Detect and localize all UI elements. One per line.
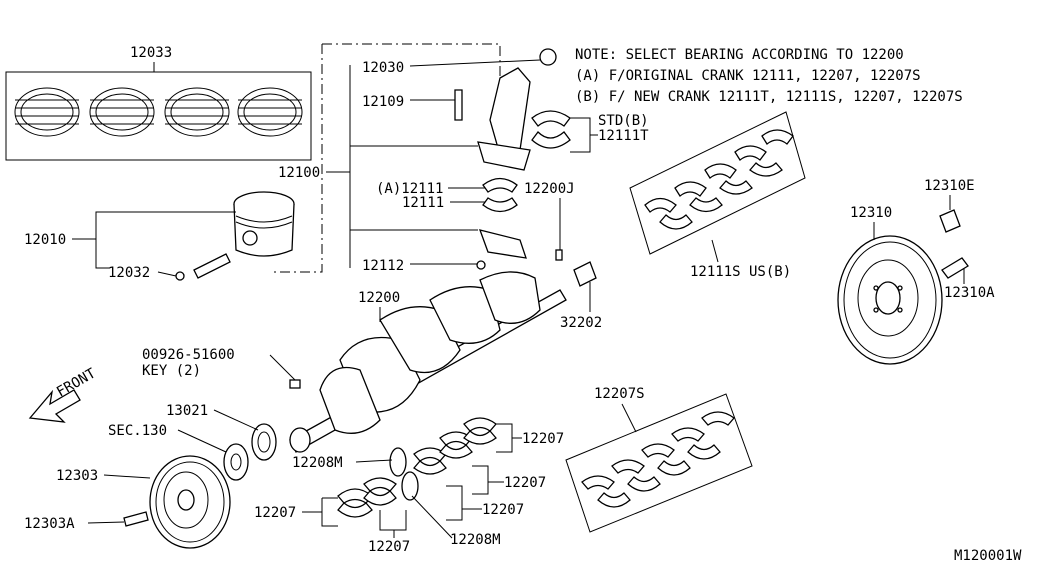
label-12111t: 12111T: [598, 128, 649, 144]
label-12111-a: (A)12111: [376, 181, 443, 197]
flywheel-bolt: [941, 257, 969, 279]
label-12207-left: 12207: [254, 505, 296, 521]
piston: [233, 191, 295, 257]
label-12303: 12303: [56, 468, 98, 484]
conrod-bearing-12111: [482, 177, 518, 213]
label-12032: 12032: [108, 265, 150, 281]
label-12010: 12010: [24, 232, 66, 248]
label-12112: 12112: [362, 258, 404, 274]
label-key-qty: KEY (2): [142, 363, 201, 379]
bearing-set-12207s: [565, 393, 753, 533]
front-arrow-icon: [28, 389, 81, 423]
crankshaft: [289, 271, 567, 453]
label-12207-bottom: 12207: [368, 539, 410, 555]
label-12207-r1: 12207: [522, 431, 564, 447]
label-12109: 12109: [362, 94, 404, 110]
label-sec130: SEC.130: [108, 423, 167, 439]
label-12310e: 12310E: [924, 178, 975, 194]
label-12030: 12030: [362, 60, 404, 76]
conrod-bearing-12111t: [531, 110, 571, 149]
label-12208m-bottom: 12208M: [450, 532, 501, 548]
label-12207-r2: 12207: [504, 475, 546, 491]
note-line-1: NOTE: SELECT BEARING ACCORDING TO 12200: [575, 47, 904, 63]
flywheel: [837, 235, 943, 365]
pulley-bolt: [123, 511, 149, 527]
label-12207-r3: 12207: [482, 502, 524, 518]
label-12111-b: 12111: [402, 195, 444, 211]
label-12208m-top: 12208M: [292, 455, 343, 471]
bearing-set-12111s: [629, 111, 806, 255]
crankshaft-pulley: [149, 455, 231, 549]
label-12207s: 12207S: [594, 386, 645, 402]
pilot-converter-12310e: [939, 209, 961, 233]
label-12310: 12310: [850, 205, 892, 221]
crankshaft-sprocket: [223, 423, 277, 481]
note-line-2: (A) F/ORIGINAL CRANK 12111, 12207, 12207…: [575, 68, 921, 84]
label-12310a: 12310A: [944, 285, 995, 301]
diagram-id: M120001W: [954, 548, 1022, 564]
label-32202: 32202: [560, 315, 602, 331]
label-key-part: 00926-51600: [142, 347, 235, 363]
connecting-rod: [454, 48, 557, 270]
label-std-b: STD(B): [598, 113, 649, 129]
label-12200: 12200: [358, 290, 400, 306]
label-13021: 13021: [166, 403, 208, 419]
label-12303a: 12303A: [24, 516, 75, 532]
piston-pin: [175, 253, 231, 281]
note-line-3: (B) F/ NEW CRANK 12111T, 12111S, 12207, …: [575, 89, 963, 105]
piston-ring-set: [5, 71, 312, 161]
label-12033: 12033: [130, 45, 172, 61]
pilot-bushing: [573, 261, 597, 287]
label-12100: 12100: [278, 165, 320, 181]
main-bearings: [337, 417, 497, 518]
label-12111s: 12111S US(B): [690, 264, 791, 280]
label-12200j: 12200J: [524, 181, 575, 197]
